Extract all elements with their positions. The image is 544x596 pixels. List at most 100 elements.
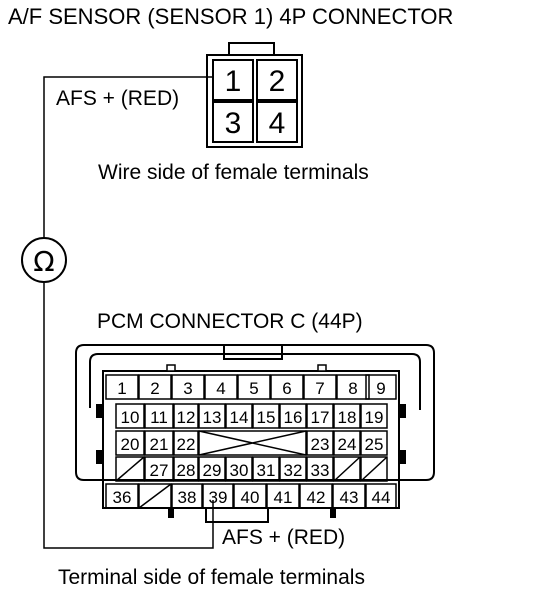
pcm-pin-11: 11 — [150, 408, 168, 427]
pcm-pin-10: 10 — [121, 408, 140, 427]
pcm-cell-12 — [173, 403, 199, 429]
pcm-pin-1: 1 — [117, 379, 126, 398]
pcm-cell-blank-large — [198, 430, 307, 456]
pcm-cell-29 — [198, 456, 226, 482]
pcm-pin-7: 7 — [315, 379, 324, 398]
sensor-pin-4: 4 — [269, 107, 286, 140]
pcm-cell-blank-37 — [138, 483, 172, 509]
pcm-cell-43 — [332, 483, 366, 509]
pcm-cell-7 — [303, 374, 337, 400]
af-sensor-connector — [206, 42, 303, 148]
pcm-cell-2 — [138, 374, 172, 400]
pcm-connector-top-latch — [223, 344, 283, 360]
blank-marker-large-x — [198, 430, 307, 456]
pcm-connector-inner-rail — [89, 353, 421, 410]
pcm-pin-9: 9 — [376, 379, 385, 398]
pcm-cell-39 — [202, 483, 234, 509]
pcm-cavities — [105, 374, 397, 509]
pcm-top-notch-right — [317, 364, 327, 372]
pcm-pin-3: 3 — [183, 379, 192, 398]
pcm-pin-41: 41 — [274, 488, 293, 507]
pcm-pin-20: 20 — [121, 435, 140, 454]
pcm-cell-15 — [252, 403, 280, 429]
pcm-pin-5: 5 — [249, 379, 258, 398]
pcm-pin-13: 13 — [203, 408, 222, 427]
sensor-pin-2: 2 — [269, 65, 286, 98]
pcm-connector-title: PCM CONNECTOR C (44P) — [97, 310, 363, 333]
pcm-cell-19 — [360, 403, 388, 429]
pcm-pin-19: 19 — [365, 408, 384, 427]
pcm-key-bottom-left — [168, 508, 174, 518]
pcm-pin-16: 16 — [284, 408, 303, 427]
afs-wire-label-bottom: AFS + (RED) — [222, 526, 346, 549]
pcm-cell-16 — [279, 403, 307, 429]
pcm-cell-11 — [144, 403, 174, 429]
pcm-cell-31 — [252, 456, 280, 482]
pcm-cell-30 — [225, 456, 253, 482]
pcm-cell-42 — [299, 483, 333, 509]
ohm-symbol: Ω — [33, 245, 54, 278]
pcm-pin-36: 36 — [113, 488, 132, 507]
pcm-pin-33: 33 — [311, 461, 330, 480]
pcm-pin-38: 38 — [178, 488, 197, 507]
pcm-cell-24 — [333, 430, 361, 456]
pcm-pin-22: 22 — [177, 435, 196, 454]
pcm-key-left-1 — [96, 404, 102, 418]
sensor-pin-3: 3 — [225, 107, 242, 140]
pcm-cell-9 — [365, 374, 397, 400]
pcm-blank-markers — [115, 430, 388, 509]
pcm-pin-31: 31 — [257, 461, 276, 480]
pcm-cell-3 — [171, 374, 205, 400]
sensor-pin-3-cell — [212, 101, 254, 143]
pcm-pin-12: 12 — [177, 408, 196, 427]
pcm-pin-21: 21 — [150, 435, 169, 454]
pcm-pin-30: 30 — [230, 461, 249, 480]
pcm-cell-38 — [171, 483, 203, 509]
pcm-cell-18 — [333, 403, 361, 429]
pcm-connector-keys — [96, 404, 406, 518]
blank-marker-34 — [333, 456, 361, 482]
pcm-cell-14 — [225, 403, 253, 429]
pcm-cell-13 — [198, 403, 226, 429]
pcm-cell-22 — [173, 430, 199, 456]
pcm-pin-44: 44 — [372, 488, 391, 507]
pcm-connector-bottom-tab — [205, 507, 269, 523]
pcm-top-notch-left — [166, 364, 176, 372]
pcm-cell-41 — [266, 483, 300, 509]
pcm-cell-36 — [105, 483, 139, 509]
pcm-key-right-1 — [400, 404, 406, 418]
pcm-pin-18: 18 — [338, 408, 357, 427]
pcm-pin-8: 8 — [348, 379, 357, 398]
pcm-pin-24: 24 — [338, 435, 357, 454]
pcm-pin-25: 25 — [365, 435, 384, 454]
pcm-cell-blank-34 — [333, 456, 361, 482]
pcm-cell-8 — [336, 374, 370, 400]
sensor-connector-body — [206, 54, 303, 148]
pcm-key-right-2 — [400, 450, 406, 464]
pcm-pin-42: 42 — [307, 488, 326, 507]
pcm-pin-15: 15 — [257, 408, 276, 427]
pcm-cell-1 — [105, 374, 139, 400]
pcm-cell-6 — [270, 374, 304, 400]
pcm-pin-39: 39 — [209, 488, 228, 507]
pcm-pin-29: 29 — [203, 461, 222, 480]
pcm-cell-4 — [204, 374, 238, 400]
pcm-pin-27: 27 — [150, 461, 169, 480]
wire-side-caption: Wire side of female terminals — [98, 161, 369, 184]
pcm-cell-25 — [360, 430, 388, 456]
sensor-pin-2-cell — [256, 59, 298, 101]
pcm-cell-5 — [237, 374, 271, 400]
pcm-pin-2: 2 — [150, 379, 159, 398]
pcm-key-left-2 — [96, 450, 102, 464]
pcm-cell-40 — [233, 483, 267, 509]
test-lead-wires — [43, 76, 214, 549]
lead-wire-bottom — [43, 283, 214, 549]
terminal-side-caption: Terminal side of female terminals — [58, 566, 365, 589]
blank-marker-26 — [115, 456, 145, 482]
sensor-pin-1: 1 — [225, 65, 242, 98]
pcm-cell-blank-35 — [360, 456, 388, 482]
pcm-pin-40: 40 — [241, 488, 260, 507]
blank-marker-35 — [360, 456, 388, 482]
pcm-cell-blank-26 — [115, 456, 145, 482]
pcm-pin-28: 28 — [177, 461, 196, 480]
